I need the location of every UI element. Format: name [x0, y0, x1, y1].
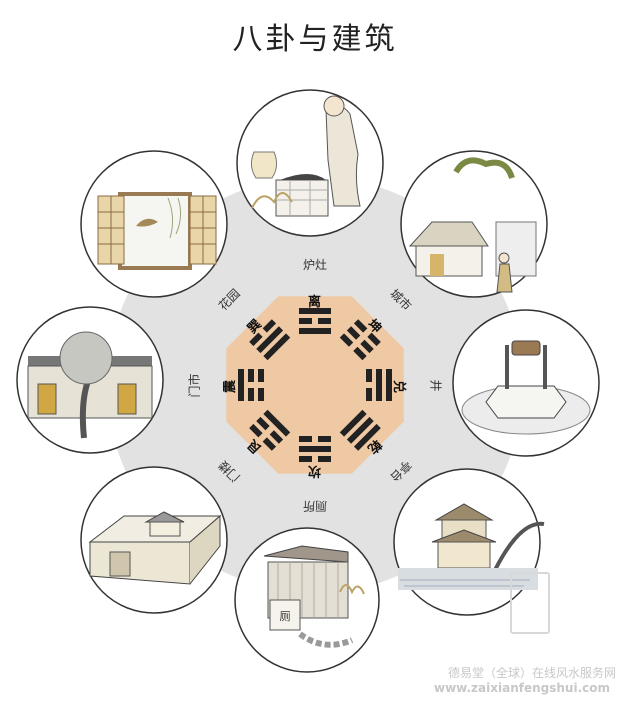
trigram-name: 震 — [223, 379, 239, 394]
toilet-illustration: 厕 — [234, 527, 380, 673]
trigram-solid-line — [263, 333, 291, 361]
trigram-solid-line — [386, 369, 392, 401]
trigram-broken-line — [318, 436, 331, 442]
trigram-broken-line — [339, 333, 354, 347]
position-label: 井 — [428, 379, 443, 392]
trigram-gatehouse — [249, 409, 291, 451]
trigram-solid-line — [346, 416, 374, 444]
trigram-solid-line — [299, 328, 331, 334]
trigram-solid-line — [299, 308, 331, 314]
pavilion-illustration — [393, 468, 545, 616]
position-label: 门市 — [187, 373, 202, 398]
trigram-name: 离 — [308, 295, 322, 310]
gatehouse-illustration — [80, 466, 228, 614]
trigram-broken-line — [346, 326, 361, 340]
trigram-broken-line — [248, 388, 254, 401]
trigram-broken-line — [318, 318, 331, 324]
trigram-solid-line — [299, 446, 331, 452]
trigram-storefront — [238, 369, 264, 401]
market-illustration — [400, 150, 548, 298]
storefront-illustration — [16, 306, 164, 454]
trigram-broken-line — [249, 423, 263, 438]
trigram-broken-line — [248, 369, 254, 382]
trigram-pavilion — [339, 409, 381, 451]
trigram-broken-line — [258, 388, 264, 401]
trigram-broken-line — [318, 456, 331, 462]
watermark-seal — [510, 572, 550, 634]
trigram-solid-line — [339, 409, 367, 437]
page-title: 八卦与建筑 — [232, 22, 398, 57]
trigram-window — [249, 319, 291, 361]
window-illustration — [80, 150, 228, 298]
watermark-url: www.zaixianfengshui.com — [434, 681, 610, 695]
trigram-broken-line — [269, 430, 284, 444]
trigram-broken-line — [262, 319, 277, 333]
trigram-solid-line — [256, 326, 284, 354]
trigram-broken-line — [366, 388, 372, 401]
trigram-solid-line — [353, 423, 381, 451]
watermark-text: 德易堂（全球）在线风水服务网 — [447, 666, 616, 680]
trigram-toilet — [299, 436, 331, 462]
trigram-broken-line — [299, 318, 312, 324]
trigram-solid-line — [263, 409, 291, 437]
trigram-name: 坎 — [308, 463, 322, 478]
well-illustration — [452, 309, 600, 457]
trigram-broken-line — [366, 369, 372, 382]
toilet-sign: 厕 — [280, 610, 291, 623]
trigram-solid-line — [238, 369, 244, 401]
trigram-name: 兑 — [391, 379, 407, 394]
stove-illustration — [236, 89, 384, 237]
trigram-well — [366, 369, 392, 401]
trigram-broken-line — [249, 332, 263, 347]
trigram-stove — [299, 308, 331, 334]
trigram-market — [339, 319, 381, 361]
trigram-layer — [238, 308, 392, 462]
trigram-broken-line — [353, 319, 368, 333]
trigram-broken-line — [299, 436, 312, 442]
illustration-layer: 厕 — [16, 89, 600, 673]
trigram-broken-line — [262, 437, 277, 451]
position-label: 厕所 — [302, 499, 327, 513]
trigram-broken-line — [256, 416, 270, 431]
trigram-broken-line — [353, 346, 367, 361]
position-label: 炉灶 — [303, 258, 328, 272]
trigram-broken-line — [367, 332, 381, 347]
trigram-broken-line — [299, 456, 312, 462]
trigram-broken-line — [258, 369, 264, 382]
trigram-solid-line — [376, 369, 382, 401]
trigram-broken-line — [360, 339, 374, 354]
